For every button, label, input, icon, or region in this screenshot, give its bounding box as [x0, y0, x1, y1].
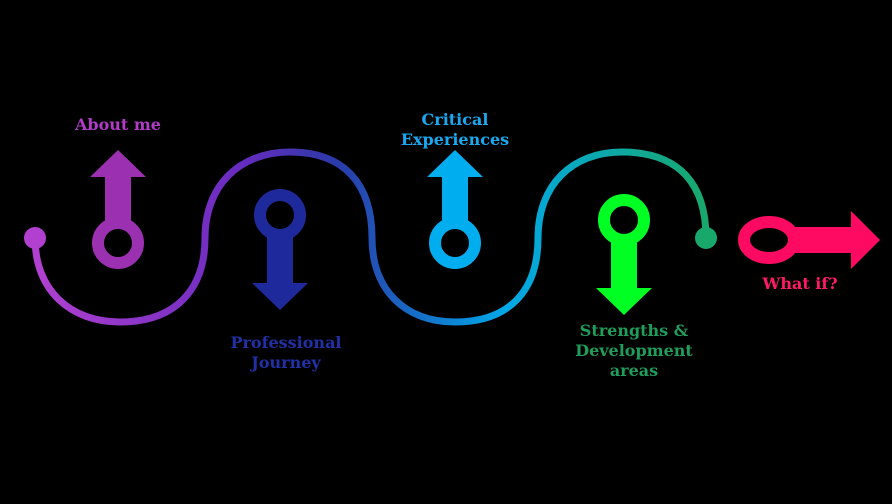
path-start-dot	[24, 227, 46, 249]
strengths-development-label-line: areas	[609, 361, 659, 380]
professional-journey-label-line: Journey	[251, 353, 321, 372]
strengths-development-label: Strengths & Development areas	[548, 321, 720, 381]
critical-experiences-label-line: Experiences	[400, 130, 510, 149]
strengths-development-marker-icon	[596, 194, 652, 315]
critical-experiences-label-line: Critical	[421, 110, 489, 129]
about-me-label-line: About me	[75, 115, 161, 134]
professional-journey-label: Professional Journey	[206, 333, 366, 373]
about-me-marker-icon	[90, 150, 146, 269]
strengths-development-label-line: Strengths &	[579, 321, 689, 340]
what-if-marker-icon	[738, 211, 880, 269]
what-if-label-line: What if?	[762, 274, 838, 293]
critical-experiences-label: Critical Experiences	[380, 110, 530, 150]
about-me-label: About me	[48, 115, 188, 135]
what-if-label: What if?	[740, 274, 860, 294]
path-end-dot	[695, 227, 717, 249]
critical-experiences-marker-icon	[427, 150, 483, 269]
strengths-development-label-line: Development	[575, 341, 693, 360]
journey-path	[31, 148, 710, 326]
professional-journey-marker-icon	[252, 189, 308, 310]
professional-journey-label-line: Professional	[230, 333, 342, 352]
